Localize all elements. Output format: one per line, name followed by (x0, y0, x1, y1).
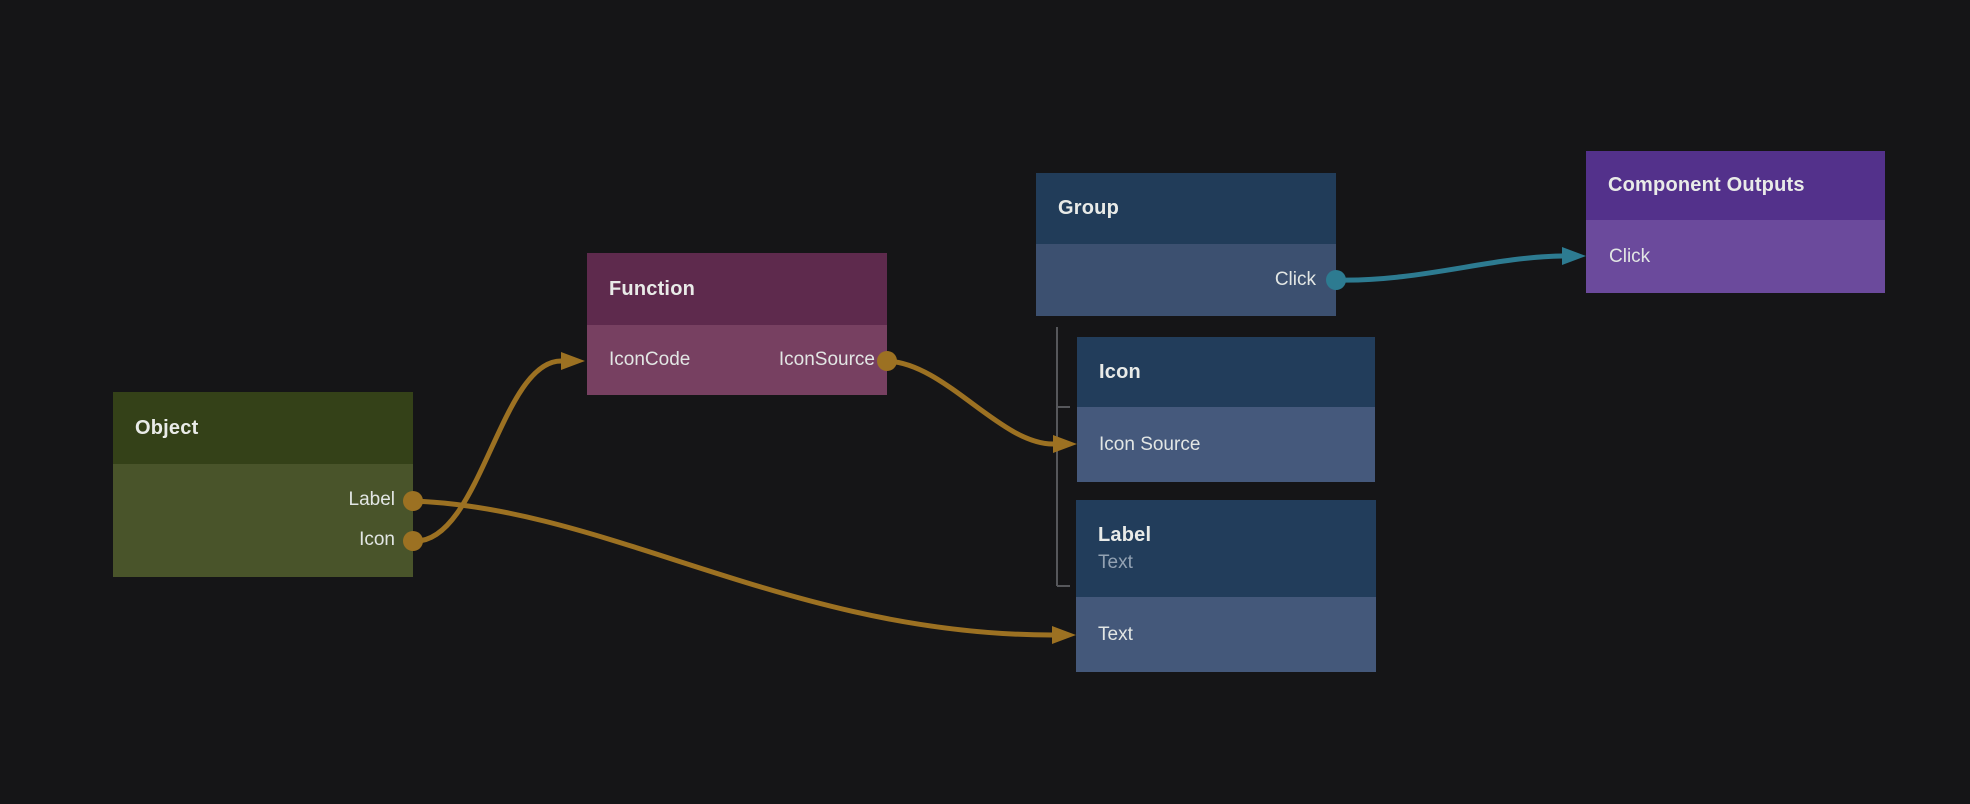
edge-function-iconsource-to-icon-iconsource-arrowhead-icon (1053, 435, 1077, 453)
node-label[interactable]: Label Text Text (1076, 500, 1376, 672)
port-function-iconsource-output-text: IconSource (778, 349, 875, 370)
node-label-subtitle: Text (1098, 551, 1133, 573)
node-label-header[interactable]: Label Text (1076, 500, 1376, 597)
node-label-body: Text (1076, 597, 1376, 672)
node-component-outputs-title: Component Outputs (1608, 174, 1805, 196)
node-object-header[interactable]: Object (113, 392, 413, 464)
node-icon[interactable]: Icon Icon Source (1077, 337, 1375, 482)
node-object-body: Label Icon (113, 464, 413, 577)
edge-function-iconsource-to-icon-iconsource[interactable] (884, 358, 1056, 447)
port-object-label-output-text: Label (348, 489, 396, 510)
node-function-title: Function (609, 277, 696, 300)
port-function-iconsource-output[interactable]: IconSource (779, 325, 887, 395)
node-object[interactable]: Object Label Icon (113, 392, 413, 577)
node-function[interactable]: Function IconCode IconSource (587, 253, 887, 395)
node-label-title: Label (1098, 523, 1152, 546)
node-function-body: IconCode IconSource (587, 325, 887, 395)
edge-object-label-to-label-text[interactable] (410, 498, 1055, 638)
edge-object-icon-to-function-iconcode-arrowhead-icon (561, 352, 585, 370)
port-function-iconcode-input-text: IconCode (609, 349, 691, 370)
port-component-outputs-click-input-text: Click (1609, 245, 1651, 267)
node-component-outputs[interactable]: Component Outputs Click (1586, 151, 1885, 293)
hierarchy-connector-line (1056, 327, 1070, 587)
port-object-icon-output[interactable]: Icon (113, 520, 413, 560)
node-group-body: Click (1036, 244, 1336, 316)
edge-group-click-to-component-outputs-click-arrowhead-icon (1562, 247, 1586, 265)
port-object-icon-output-text: Icon (359, 529, 395, 550)
edge-group-click-to-component-outputs-click[interactable] (1333, 253, 1565, 283)
port-icon-iconsource-input-text: Icon Source (1099, 433, 1201, 455)
node-group-header[interactable]: Group (1036, 173, 1336, 244)
node-component-outputs-header[interactable]: Component Outputs (1586, 151, 1885, 220)
port-label-text-input-text: Text (1098, 623, 1133, 645)
port-function-iconcode-input[interactable]: IconCode (587, 325, 690, 395)
node-component-outputs-body: Click (1586, 220, 1885, 293)
node-group[interactable]: Group Click (1036, 173, 1336, 316)
edge-object-label-to-label-text-arrowhead-icon (1052, 626, 1076, 644)
node-function-header[interactable]: Function (587, 253, 887, 325)
edge-object-icon-to-function-iconcode[interactable] (410, 358, 564, 544)
node-icon-title: Icon (1099, 360, 1141, 383)
port-group-click-output-text: Click (1274, 269, 1316, 290)
node-icon-header[interactable]: Icon (1077, 337, 1375, 407)
node-object-title: Object (135, 416, 199, 439)
port-object-label-output[interactable]: Label (113, 480, 413, 520)
node-group-title: Group (1058, 197, 1119, 219)
port-icon-iconsource-input[interactable]: Icon Source (1077, 425, 1375, 465)
port-component-outputs-click-input[interactable]: Click (1586, 237, 1885, 277)
node-icon-body: Icon Source (1077, 407, 1375, 482)
port-label-text-input[interactable]: Text (1076, 615, 1376, 655)
port-group-click-output[interactable]: Click (1036, 260, 1336, 300)
